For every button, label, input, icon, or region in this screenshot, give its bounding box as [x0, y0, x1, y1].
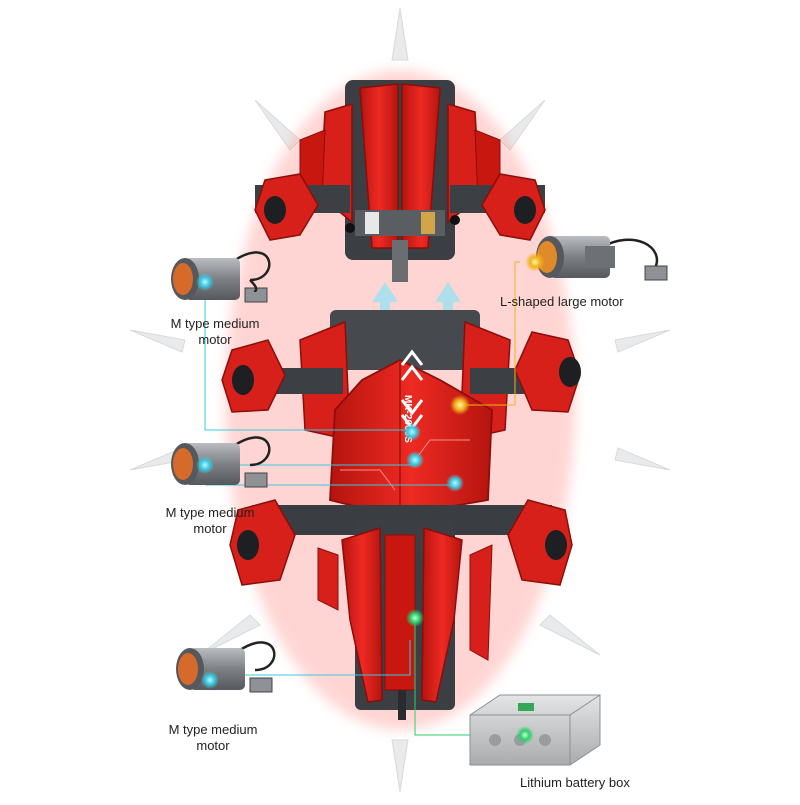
battery-icon [469, 694, 601, 766]
motor-label-2-line2: motor [193, 521, 227, 536]
motor-icon [171, 251, 271, 303]
motor-label-1-line1: M type medium [170, 316, 260, 331]
motor-label-1: M type medium motor [140, 316, 290, 348]
motor-label-3: M type medium motor [138, 722, 288, 754]
chevron-up-icon [372, 282, 461, 325]
motor-icon [525, 236, 668, 281]
motor-label-2-line1: M type medium [165, 505, 255, 520]
motor-icon [171, 436, 271, 488]
motor-label-3-line1: M type medium [168, 722, 258, 737]
motor-label-3-line2: motor [196, 738, 230, 753]
vehicle-marking: MK-2000S [402, 395, 413, 443]
front-module [254, 80, 546, 282]
motor-label-2: M type medium motor [135, 505, 285, 537]
expand-arrow-icon [129, 7, 671, 793]
motor-icon [176, 641, 276, 693]
large-motor-label: L-shaped large motor [500, 294, 624, 309]
motor-label-1-line2: motor [198, 332, 232, 347]
callout-dots [403, 395, 470, 627]
battery-label: Lithium battery box [520, 775, 630, 790]
